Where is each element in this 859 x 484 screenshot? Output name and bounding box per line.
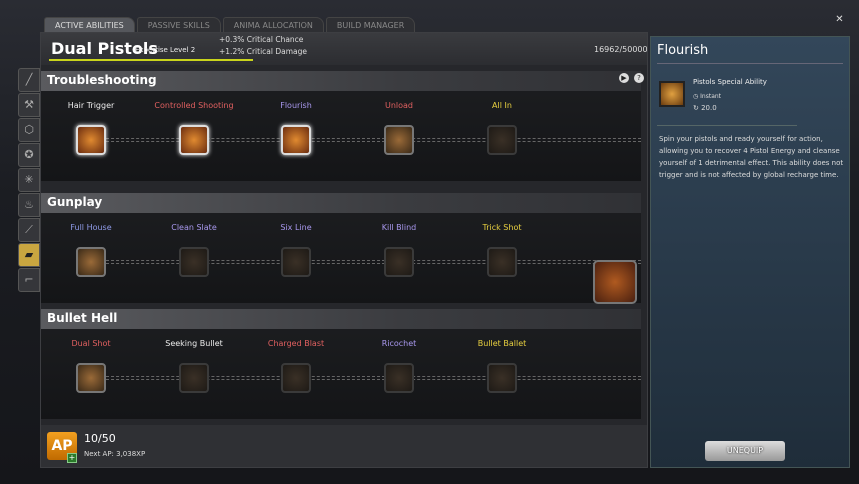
flourish-ability-icon <box>659 81 685 107</box>
connector-line <box>101 260 641 264</box>
weapon-header: Dual Pistols Expertise Level 2 +0.3% Cri… <box>41 33 648 65</box>
ability-icon[interactable] <box>179 363 209 393</box>
ability-label: All In <box>492 101 512 110</box>
cast-value: Instant <box>700 93 722 100</box>
weapon-tab-icon-2[interactable]: ⬡ <box>18 118 40 142</box>
add-ap-button[interactable]: + <box>67 453 77 463</box>
ability-label: Full House <box>70 223 112 232</box>
weapon-tab-icon-8[interactable]: ⌐ <box>18 268 40 292</box>
cooldown-icon: ↻ <box>693 104 702 112</box>
ability-label: Hair Trigger <box>67 101 115 110</box>
ability-icon[interactable] <box>179 247 209 277</box>
section-title: Bullet Hell <box>41 309 641 329</box>
ability-icon[interactable] <box>76 125 106 155</box>
ability-icon[interactable] <box>384 363 414 393</box>
weapon-tab-icon-7[interactable]: ▰ <box>18 243 40 267</box>
weapon-tab-icon-4[interactable]: ✳ <box>18 168 40 192</box>
bonus-crit-damage: +1.2% Critical Damage <box>219 47 307 56</box>
bonus-crit-chance: +0.3% Critical Chance <box>219 35 304 44</box>
tab-anima-allocation[interactable]: ANIMA ALLOCATION <box>222 17 324 33</box>
weapon-tab-icon-6[interactable]: ⟋ <box>18 218 40 242</box>
unequip-button[interactable]: UNEQUIP <box>705 441 785 461</box>
ability-icon[interactable] <box>487 247 517 277</box>
ability-label: Six Line <box>280 223 312 232</box>
ability-label: Trick Shot <box>482 223 522 232</box>
ability-icon[interactable] <box>487 125 517 155</box>
expertise-bonuses: +0.3% Critical Chance +1.2% Critical Dama… <box>219 34 307 58</box>
ability-icon[interactable] <box>384 247 414 277</box>
ability-label: Dual Shot <box>71 339 111 348</box>
divider <box>657 63 843 64</box>
ability-label: Bullet Ballet <box>477 339 527 348</box>
ability-icon[interactable] <box>76 363 106 393</box>
expertise-progress-bar <box>49 59 253 61</box>
weapon-tab-icon-3[interactable]: ✪ <box>18 143 40 167</box>
tab-passive-skills[interactable]: PASSIVE SKILLS <box>136 17 221 33</box>
ap-bar: AP + 10/50 Next AP: 3,038XP <box>41 425 647 467</box>
ability-label: Unload <box>384 101 414 110</box>
ability-detail-panel: Flourish Pistols Special Ability ◷ Insta… <box>650 36 850 468</box>
cooldown-value: 20.0 <box>701 104 717 112</box>
section-title: Gunplay <box>41 193 641 213</box>
expertise-xp: 16962/50000 <box>594 45 648 54</box>
elite-ability-slot[interactable] <box>593 260 637 304</box>
next-ap: Next AP: 3,038XP <box>84 450 146 458</box>
expertise-level: Expertise Level 2 <box>135 46 196 54</box>
weapon-title: Dual Pistols <box>51 39 158 58</box>
weapon-tab-icon-0[interactable]: ╱ <box>18 68 40 92</box>
tab-bar: ACTIVE ABILITIES PASSIVE SKILLS ANIMA AL… <box>44 17 416 33</box>
divider <box>657 125 797 126</box>
ability-icon[interactable] <box>281 247 311 277</box>
ability-label: Flourish <box>280 101 312 110</box>
section-title: Troubleshooting <box>41 71 641 91</box>
ability-icon[interactable] <box>384 125 414 155</box>
ability-icon[interactable] <box>76 247 106 277</box>
ability-label: Seeking Bullet <box>165 339 223 348</box>
ability-icon[interactable] <box>487 363 517 393</box>
cast-time: ◷ Instant <box>693 93 721 100</box>
help-icon[interactable]: ? <box>634 73 644 83</box>
tab-active-abilities[interactable]: ACTIVE ABILITIES <box>44 17 135 33</box>
ability-label: Charged Blast <box>267 339 325 348</box>
detail-description: Spin your pistols and ready yourself for… <box>659 135 844 179</box>
cooldown: ↻ 20.0 <box>693 104 717 112</box>
weapon-tab-icon-1[interactable]: ⚒ <box>18 93 40 117</box>
ability-icon[interactable] <box>179 125 209 155</box>
clock-icon: ◷ <box>693 93 701 100</box>
tab-build-manager[interactable]: BUILD MANAGER <box>325 17 416 33</box>
ability-label: Clean Slate <box>171 223 217 232</box>
ability-label: Ricochet <box>381 339 417 348</box>
ability-icon[interactable] <box>281 363 311 393</box>
ability-label: Kill Blind <box>381 223 417 232</box>
ability-icon[interactable] <box>281 125 311 155</box>
connector-line <box>101 138 641 142</box>
ap-count: 10/50 <box>84 432 116 445</box>
close-button[interactable]: ✕ <box>835 14 844 25</box>
connector-line <box>101 376 641 380</box>
weapon-tab-icon-5[interactable]: ♨ <box>18 193 40 217</box>
detail-title: Flourish <box>657 43 709 58</box>
ability-label: Controlled Shooting <box>154 101 234 110</box>
ability-wheel-panel: Dual Pistols Expertise Level 2 +0.3% Cri… <box>40 32 648 468</box>
play-icon[interactable]: ▶ <box>619 73 629 83</box>
detail-type: Pistols Special Ability <box>693 78 767 86</box>
